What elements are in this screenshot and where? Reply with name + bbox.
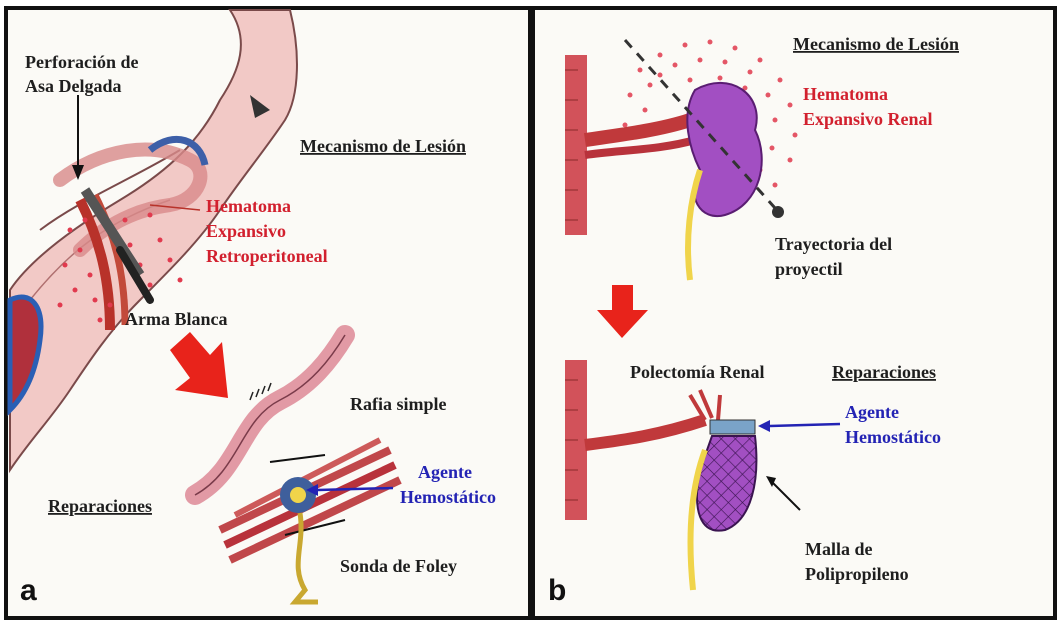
- label-repairs-b: Reparaciones: [832, 362, 936, 382]
- label-hematoma-a-line2: Expansivo: [206, 221, 286, 241]
- svg-text:Perforación de: Perforación de: [25, 52, 138, 72]
- label-repairs-a: Reparaciones: [48, 496, 152, 516]
- label-agent-a-line1: Agente: [418, 462, 472, 482]
- label-mechanism-b: Mecanismo de Lesión: [793, 34, 959, 54]
- aorta-repaired: [565, 360, 587, 520]
- label-agent-b-line1: Agente: [845, 402, 899, 422]
- label-suture: Rafia simple: [350, 394, 447, 414]
- label-trajectory-line1: Trayectoria del: [775, 234, 892, 254]
- panel-a-letter: a: [20, 574, 37, 607]
- hemostatic-agent-b: [710, 420, 755, 434]
- svg-text:Asa Delgada: Asa Delgada: [25, 76, 122, 96]
- label-weapon: Arma Blanca: [125, 309, 228, 329]
- panel-a: Perforación de Asa Delgada Mecanismo de …: [6, 8, 530, 618]
- label-mesh-line2: Polipropileno: [805, 564, 909, 584]
- label-mesh-line1: Malla de: [805, 539, 873, 559]
- label-perforation-line2: Asa Delgada: [25, 76, 122, 96]
- label-agent-b-line2: Hemostático: [845, 427, 941, 447]
- panel-b: Mecanismo de Lesión Hematoma Expansivo R…: [533, 8, 1055, 618]
- label-mechanism-a: Mecanismo de Lesión: [300, 136, 466, 156]
- label-perforation-line1: Perforación de: [25, 52, 138, 72]
- label-hematoma-b-line1: Hematoma: [803, 84, 888, 104]
- aorta-illustration: [565, 55, 587, 235]
- label-hematoma-b-line2: Expansivo Renal: [803, 109, 933, 129]
- label-hematoma-a-line1: Hematoma: [206, 196, 291, 216]
- label-polectomy: Polectomía Renal: [630, 362, 764, 382]
- label-hematoma-a-line3: Retroperitoneal: [206, 246, 328, 266]
- label-trajectory-line2: proyectil: [775, 259, 843, 279]
- label-foley: Sonda de Foley: [340, 556, 457, 576]
- panel-b-letter: b: [548, 574, 566, 607]
- label-agent-a-line2: Hemostático: [400, 487, 496, 507]
